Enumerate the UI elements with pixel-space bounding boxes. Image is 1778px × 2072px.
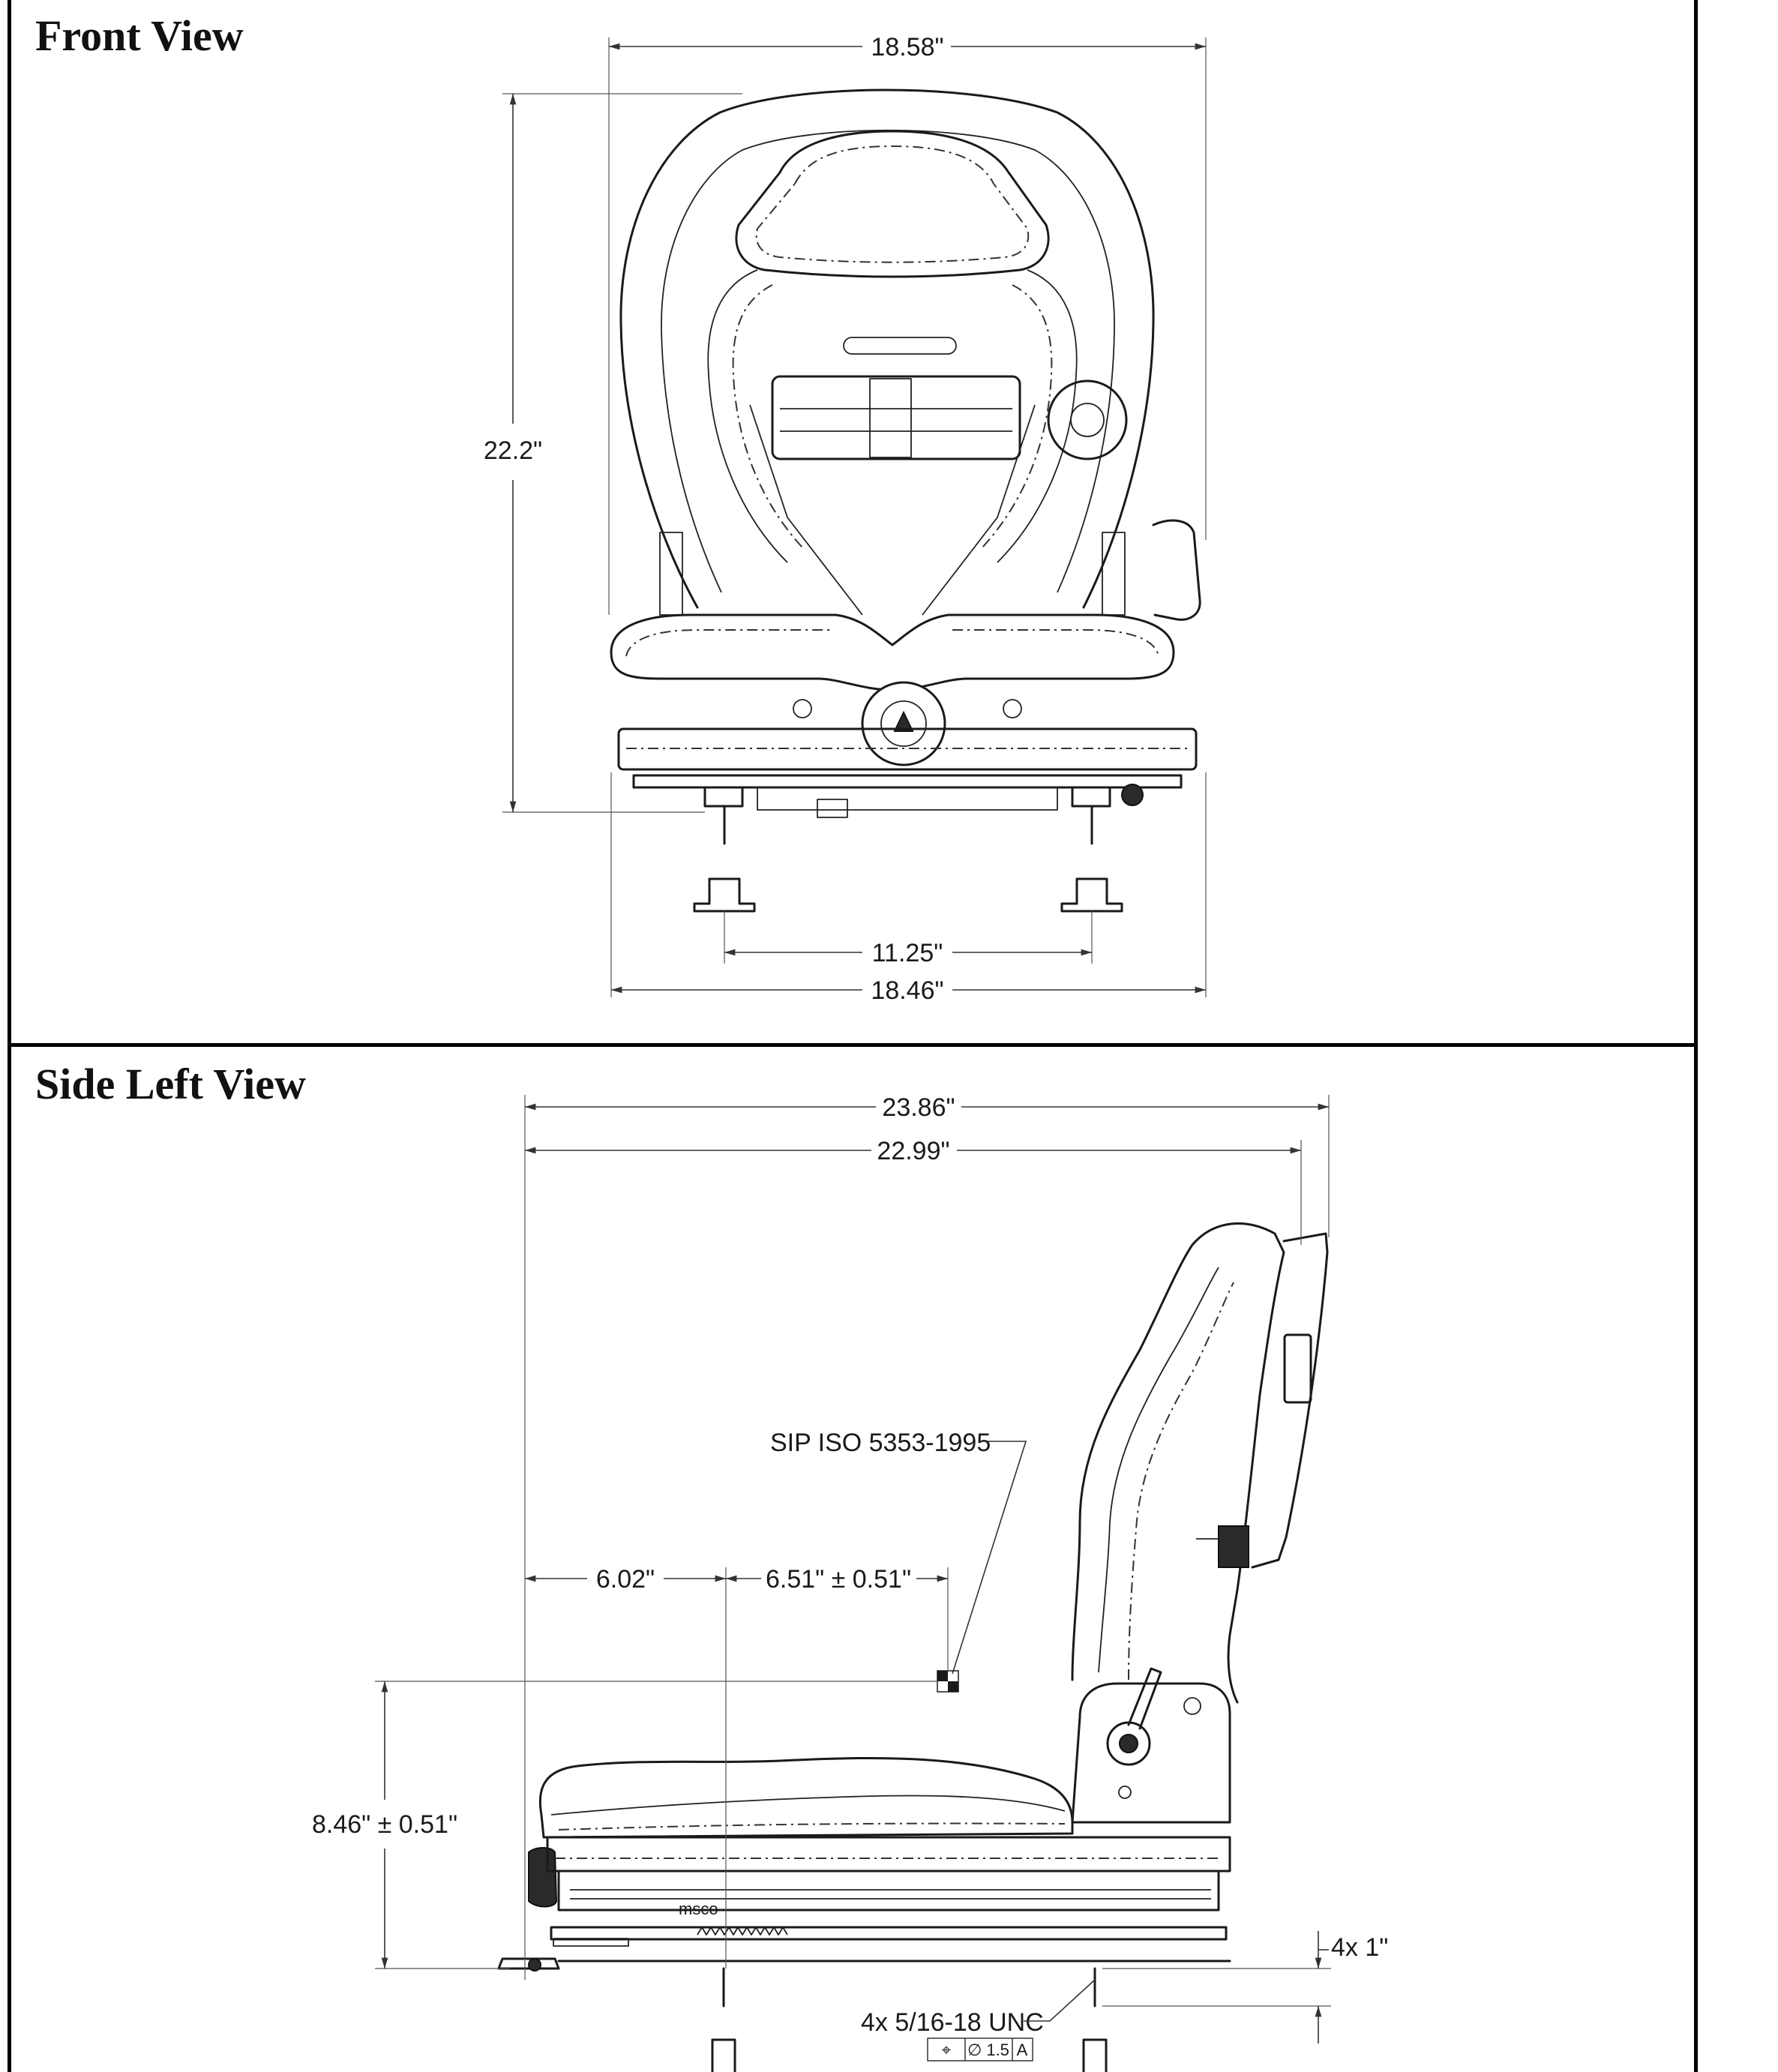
side-spring xyxy=(697,1927,788,1936)
side-dimensions: 23.86" 22.99" SIP ISO 5353-1995 6.02" xyxy=(312,1093,1388,2062)
front-foot-left xyxy=(693,877,756,913)
front-head-stitch xyxy=(755,145,1030,263)
tolerance-diameter: ∅ 1.5 xyxy=(967,2041,1009,2059)
front-dimensions: 18.58" 22.2" 11.25" 18.46" xyxy=(484,33,1207,1005)
front-lumbar-knob xyxy=(1047,379,1128,460)
side-brand-mark: msco xyxy=(679,1900,718,1918)
side-foot-right xyxy=(1082,2038,1108,2072)
front-base-rail xyxy=(617,727,1198,771)
side-base-frame xyxy=(546,1836,1231,1873)
dim-front-height: 22.2" xyxy=(484,436,542,465)
side-back-panel xyxy=(1251,1232,1329,1569)
front-lumbar-bracket xyxy=(869,378,912,458)
front-slide-rail xyxy=(632,774,1183,789)
dim-side-depth: 22.99" xyxy=(877,1137,949,1165)
dim-side-mount-to-sip: 6.51" ± 0.51" xyxy=(766,1565,911,1594)
front-slide-handle xyxy=(1121,784,1144,806)
tolerance-symbol: ⌖ xyxy=(942,2041,951,2059)
side-lumbar-knob xyxy=(1218,1525,1249,1568)
front-backrest-outline xyxy=(619,88,1155,609)
dim-side-stud-length: 4x 1" xyxy=(1331,1933,1388,1962)
side-front-knob xyxy=(528,1847,558,1908)
side-slide-rail xyxy=(550,1926,1228,1941)
front-lumbar-contour xyxy=(707,269,1078,563)
front-backrest-inner xyxy=(661,129,1115,593)
front-suspension-box xyxy=(757,787,1058,811)
front-view-panel: Front View xyxy=(7,0,1698,1047)
side-recline-lever xyxy=(1127,1667,1162,1730)
dim-front-mount-spacing: 11.25" xyxy=(872,939,943,967)
front-foot-right xyxy=(1060,877,1123,913)
dim-side-front-to-mount: 6.02" xyxy=(596,1565,655,1594)
sip-marker xyxy=(937,1670,959,1693)
side-foot-left xyxy=(711,2038,736,2072)
front-bracket-right xyxy=(1071,786,1111,808)
front-lumbar-mechanism xyxy=(771,375,1021,460)
front-view-title: Front View xyxy=(35,11,244,60)
side-lumbar-handle xyxy=(1283,1333,1312,1404)
front-slot xyxy=(843,337,957,355)
front-seat-cushion xyxy=(610,613,1175,691)
front-seat-drawing xyxy=(610,88,1201,913)
annotation-sip: SIP ISO 5353-1995 xyxy=(770,1429,991,1457)
side-view-title: Side Left View xyxy=(35,1060,306,1108)
tolerance-datum: A xyxy=(1017,2041,1028,2059)
front-lumbar-stitch xyxy=(732,284,1053,548)
side-recline-bracket xyxy=(1071,1682,1231,1824)
side-view-panel: Side Left View xyxy=(7,1047,1698,2072)
front-adjust-lever xyxy=(1152,519,1201,621)
dim-side-overall-depth: 23.86" xyxy=(882,1093,955,1122)
side-suspension-box xyxy=(557,1870,1220,1912)
side-backrest-outline xyxy=(1071,1222,1285,1704)
dim-front-top-width: 18.58" xyxy=(871,33,943,61)
front-bracket-left xyxy=(703,786,744,808)
tolerance-frame: ⌖ ∅ 1.5 A xyxy=(927,2038,1033,2062)
annotation-thread: 4x 5/16-18 UNC xyxy=(861,2008,1044,2037)
dim-side-sip-height: 8.46" ± 0.51" xyxy=(312,1810,457,1839)
side-seat-drawing: msco xyxy=(497,1222,1329,2072)
side-seat-cushion xyxy=(538,1756,1074,1839)
dim-front-base-width: 18.46" xyxy=(871,976,943,1005)
front-head-cutout xyxy=(735,130,1050,278)
